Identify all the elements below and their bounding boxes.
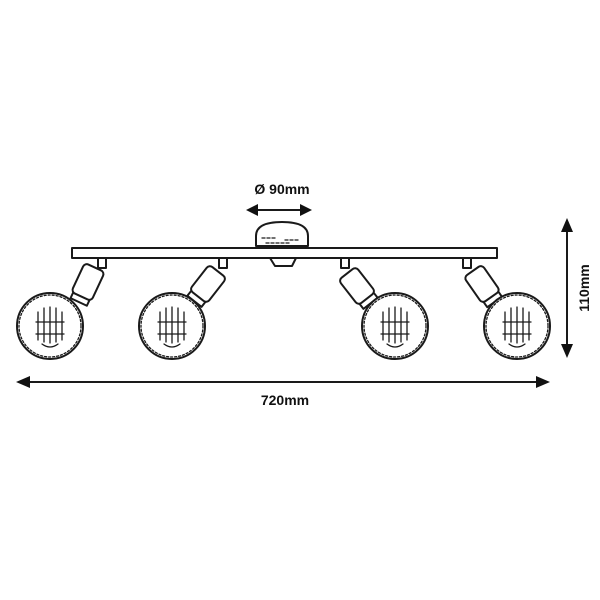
ceiling-canopy <box>255 221 309 247</box>
width-dimension: 720mm <box>16 376 550 408</box>
spotlight-1 <box>16 257 107 360</box>
spotlight-2 <box>138 257 228 360</box>
spotlight-4 <box>462 257 551 360</box>
canopy-diameter-label: Ø 90mm <box>254 181 309 197</box>
width-label: 720mm <box>261 392 309 408</box>
arrow-right-icon <box>536 376 550 388</box>
arrow-down-icon <box>561 344 573 358</box>
canopy-diameter-dimension: Ø 90mm <box>246 181 312 216</box>
mounting-bar <box>71 247 498 267</box>
arrow-up-icon <box>561 218 573 232</box>
arrow-left-icon <box>246 204 258 216</box>
spotlight-3 <box>339 257 429 360</box>
height-label: 110mm <box>576 264 592 311</box>
arrow-right-icon <box>300 204 312 216</box>
arrow-left-icon <box>16 376 30 388</box>
height-dimension: 110mm <box>561 218 592 358</box>
